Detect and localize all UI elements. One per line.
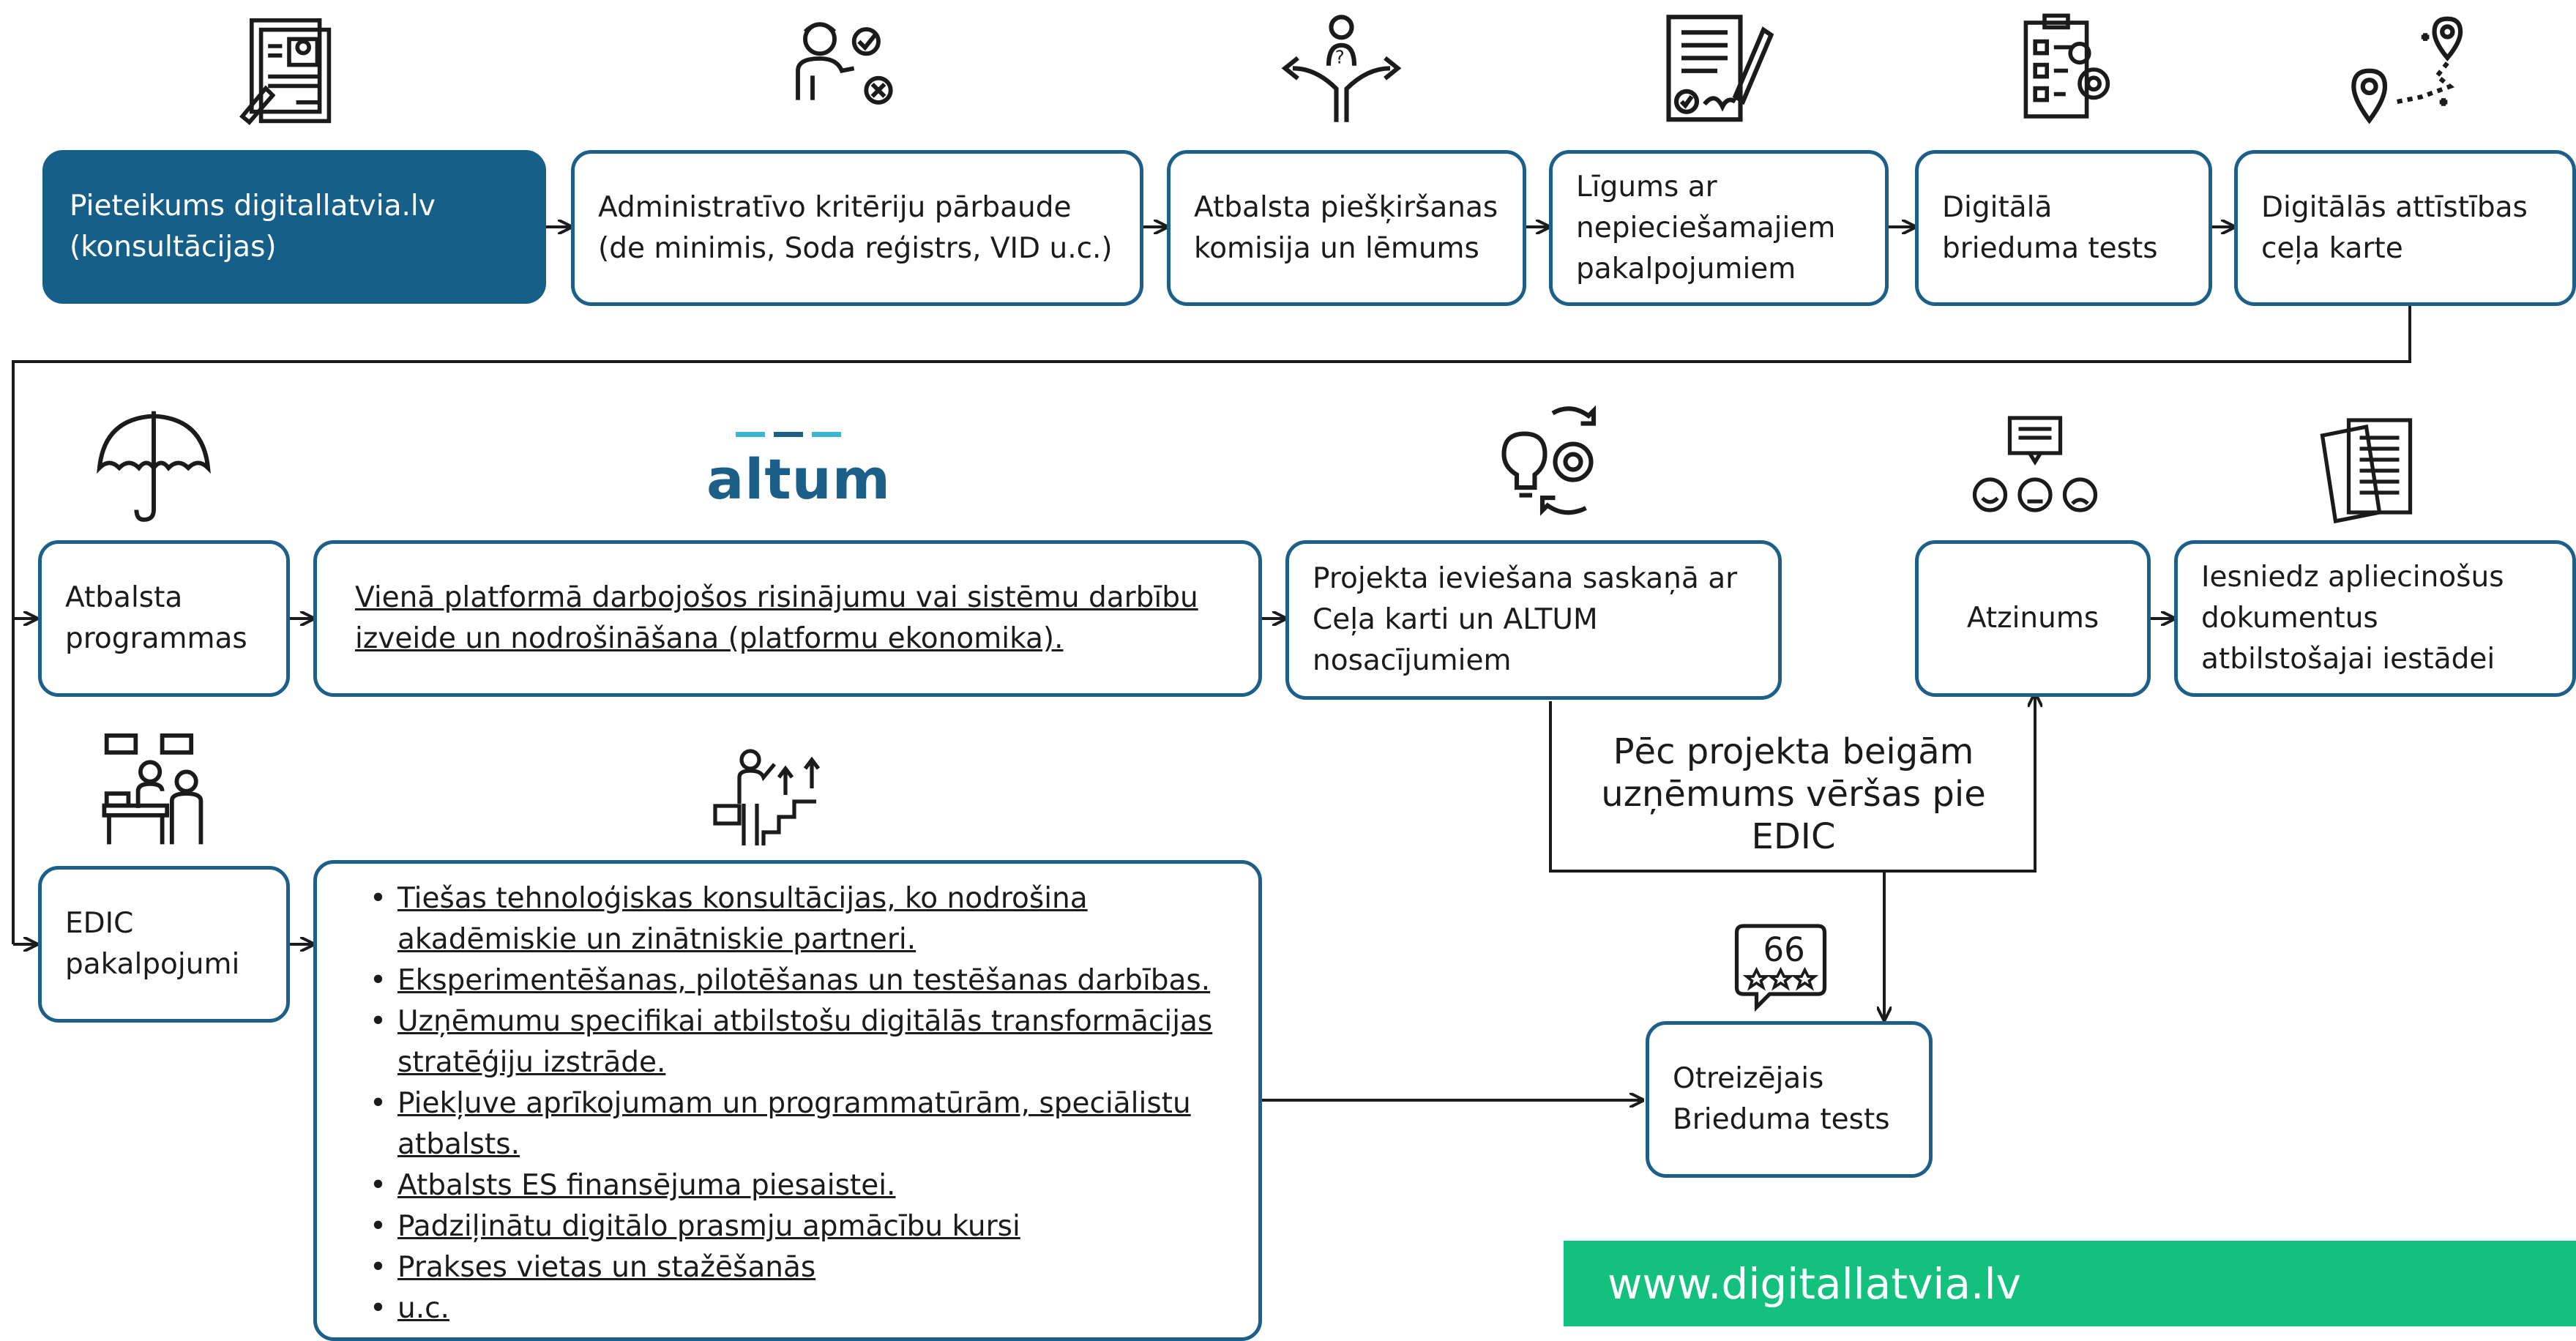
list-item: Tiešas tehnoloģiskas konsultācijas, ko n…	[370, 878, 1244, 960]
list-item: Atbalsts ES finansējuma piesaistei.	[370, 1165, 1244, 1206]
person-check-icon	[780, 15, 904, 124]
node-admin-check: Administratīvo kritēriju pārbaude (de mi…	[571, 150, 1143, 306]
return-line	[12, 306, 2411, 944]
list-item: Prakses vietas un stažēšanās	[370, 1247, 1244, 1288]
node-edic-list: Tiešas tehnoloģiskas konsultācijas, ko n…	[313, 860, 1262, 1341]
feedback-faces-icon	[1962, 414, 2108, 523]
altum-logo: altum	[706, 432, 891, 512]
documents-icon	[2310, 414, 2423, 524]
list-item: u.c.	[370, 1288, 1244, 1329]
idea-gear-icon	[1486, 395, 1614, 523]
node-retest: Otreizējais Brieduma tests	[1646, 1021, 1933, 1178]
umbrella-icon	[92, 406, 216, 523]
svg-text:66: 66	[1763, 930, 1805, 969]
application-form-icon	[231, 11, 348, 128]
node-contract: Līgums ar nepieciešamajiem pakalpojumiem	[1549, 150, 1889, 306]
svg-text:?: ?	[1335, 46, 1345, 67]
post-project-line	[1549, 694, 2035, 873]
growth-stairs-icon	[703, 747, 842, 856]
node-submit-documents: Iesniedz apliecinošus dokumentus atbilst…	[2174, 540, 2576, 697]
list-item: Padziļinātu digitālo prasmju apmācību ku…	[370, 1206, 1244, 1247]
node-application: Pieteikums digitallatvia.lv (konsultācij…	[42, 150, 546, 304]
route-map-icon	[2342, 11, 2474, 128]
node-roadmap: Digitālās attīstības ceļa karte	[2234, 150, 2576, 306]
consultation-people-icon	[95, 728, 220, 849]
contract-sign-icon	[1651, 11, 1779, 128]
post-project-note: Pēc projekta beigām uzņēmums vēršas pie …	[1596, 731, 1991, 858]
footer-url-banner[interactable]: www.digitallatvia.lv	[1564, 1241, 2576, 1326]
rating-quote-icon: 66	[1724, 904, 1837, 1014]
list-item: Eksperimentēšanas, pilotēšanas un testēš…	[370, 960, 1244, 1001]
altum-logo-accent	[736, 432, 842, 438]
node-support-programs: Atbalsta programmas	[38, 540, 290, 697]
list-item: Uzņēmumu specifikai atbilstošu digitālās…	[370, 1001, 1244, 1083]
list-item: Piekļuve aprīkojumam un programmatūrām, …	[370, 1083, 1244, 1165]
node-edic-services: EDIC pakalpojumi	[38, 866, 290, 1023]
node-commission: Atbalsta piešķiršanas komisija un lēmums	[1167, 150, 1526, 306]
edic-service-list: Tiešas tehnoloģiskas konsultācijas, ko n…	[346, 878, 1244, 1329]
node-opinion: Atzinums	[1915, 540, 2151, 697]
checklist-gear-icon	[2009, 11, 2127, 128]
node-maturity-test: Digitālā brieduma tests	[1915, 150, 2212, 306]
node-implementation: Projekta ieviešana saskaņā ar Ceļa karti…	[1285, 540, 1782, 700]
node-platform: Vienā platformā darbojošos risinājumu va…	[313, 540, 1262, 697]
decision-crossroad-icon: ?	[1277, 11, 1405, 128]
